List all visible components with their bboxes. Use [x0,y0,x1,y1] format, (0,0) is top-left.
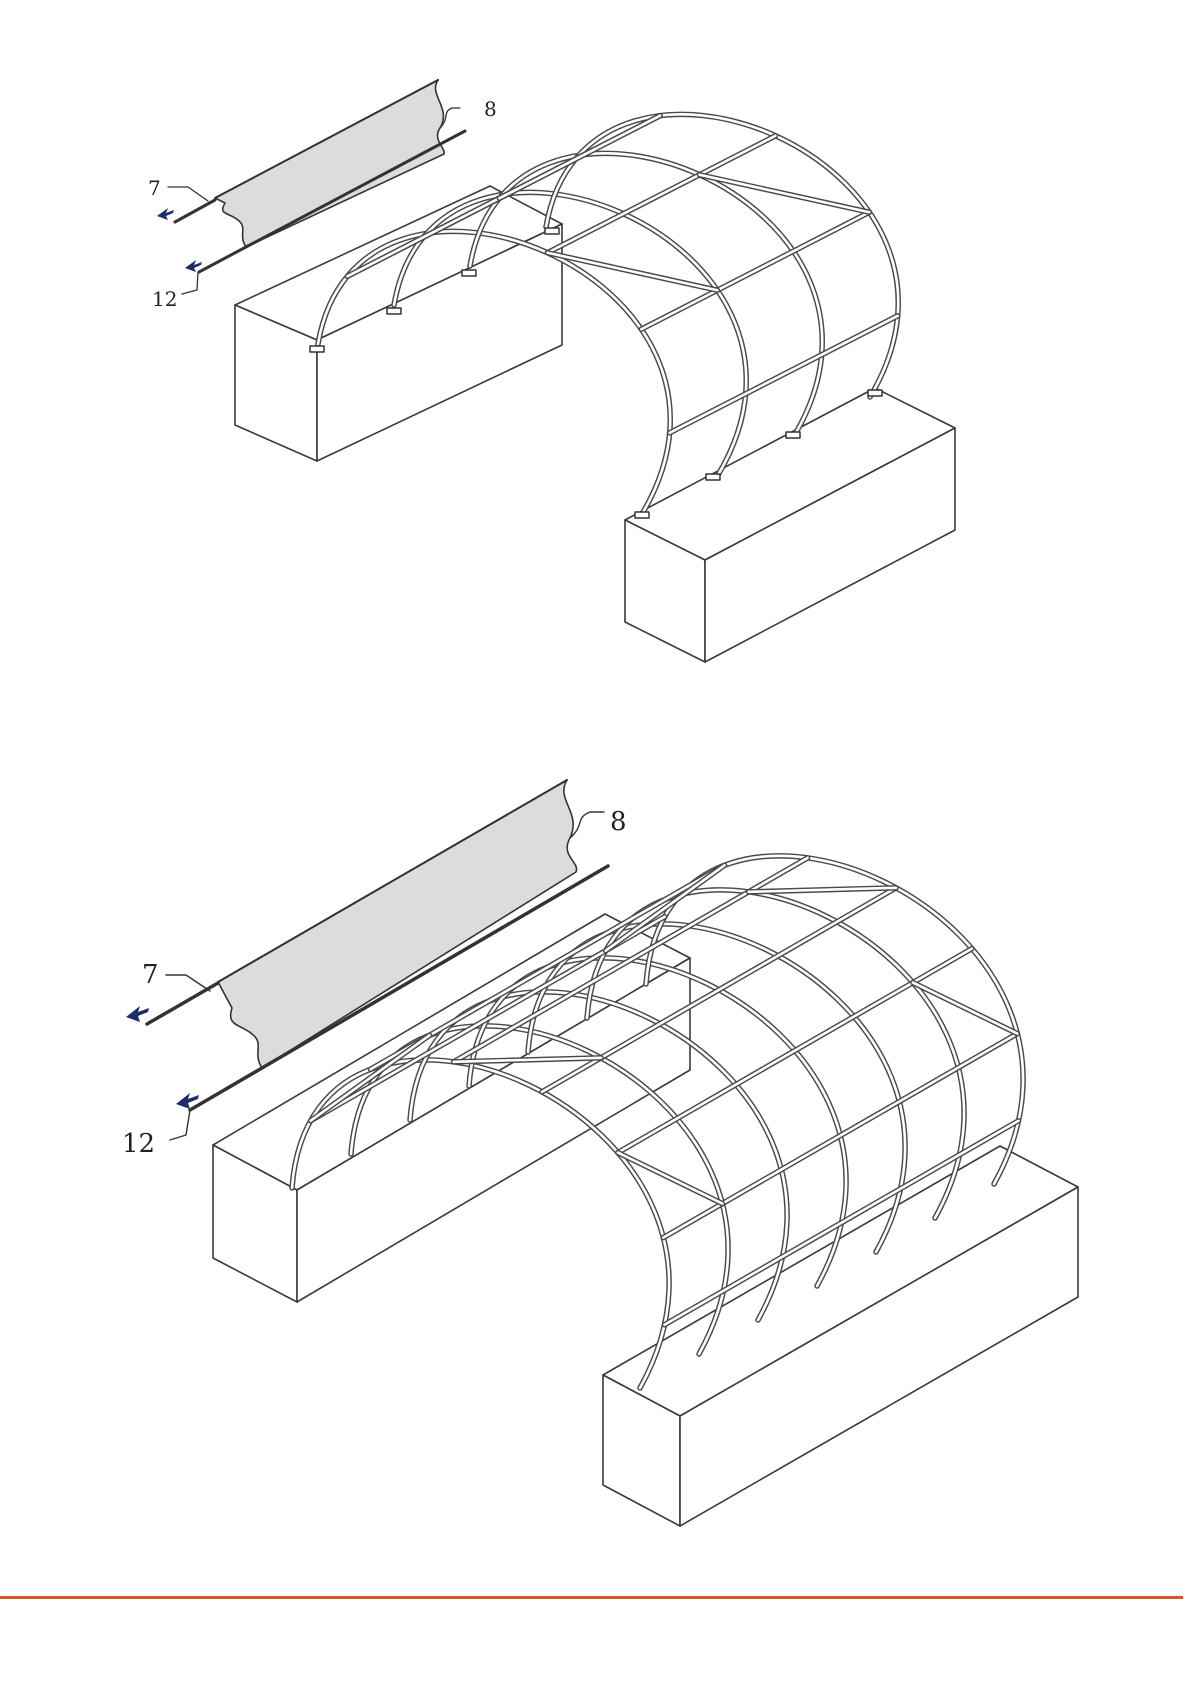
brace [749,888,896,892]
assembly-diagram-bottom: 8 7 12 [0,760,1191,1560]
callout-7: 7 [142,960,159,990]
assembly-diagram-top: 8 7 12 [0,0,1191,720]
callout-7: 7 [148,176,161,200]
callout-8: 8 [484,97,497,121]
arch-rib [546,114,898,397]
purlin [641,212,869,329]
arch-rib [646,856,1023,1184]
right-concrete-block [603,1146,1078,1526]
footer-rule [0,1596,1183,1599]
callout-8: 8 [610,807,627,837]
insert-arrow-icon [126,1006,199,1109]
callout-12: 12 [152,287,177,311]
insert-arrow-icon [157,208,202,272]
callout-12: 12 [122,1129,155,1159]
